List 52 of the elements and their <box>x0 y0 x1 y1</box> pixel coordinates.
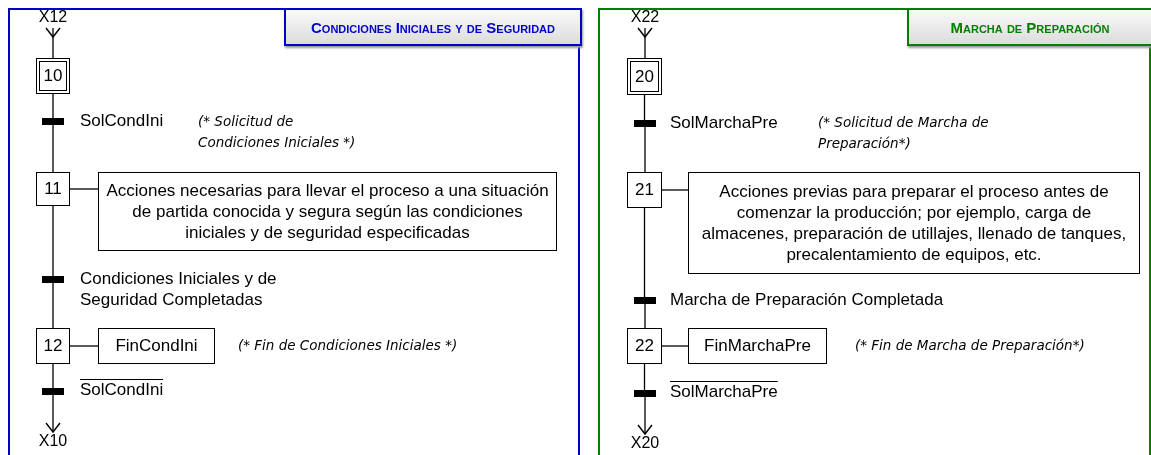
comment-text: (* Fin de Condiciones Iniciales *) <box>238 336 458 355</box>
step-box: 11 <box>36 172 70 206</box>
transition-bar <box>42 118 64 125</box>
reference-label: X10 <box>38 432 68 452</box>
initial-step-box: 20 <box>627 58 662 95</box>
connector-line <box>69 345 99 347</box>
connector-line <box>643 94 646 121</box>
comment-text: (* Solicitud de Condiciones Iniciales *) <box>198 112 357 152</box>
connector-line <box>661 345 689 347</box>
connector-line <box>52 124 54 173</box>
condition-text: SolCondIni <box>80 110 164 132</box>
step-box: 12 <box>36 328 70 364</box>
transition-bar <box>42 388 64 395</box>
condition-text: SolMarchaPre <box>670 381 778 403</box>
comment-text: (* Fin de Marcha de Preparación*) <box>855 336 1085 355</box>
connector-line <box>45 394 61 433</box>
condition-text: SolCondIni <box>80 379 164 401</box>
action-box: Acciones necesarias para llevar el proceso a una situación de partida conocida y segura según las condiciones iniciales y de seguridad especificadas <box>98 172 557 251</box>
transition-bar <box>42 276 64 283</box>
connector-line <box>52 93 54 119</box>
action-box: Acciones previas para preparar el proceso antes de comenzar la producción; por ejemplo, carga de almacenes, preparación de utillajes, llenado de tanques, precalentamiento de equipos, etc. <box>688 172 1140 274</box>
condition-text: Marcha de Preparación Completada <box>670 289 944 311</box>
connector-line <box>52 363 54 389</box>
title-tab: Condiciones Iniciales y de Seguridad <box>284 8 582 46</box>
panel-frame <box>598 8 1151 455</box>
panel-frame <box>8 8 580 455</box>
transition-bar <box>634 120 656 127</box>
connector-line <box>643 207 646 298</box>
initial-step-box: 10 <box>36 58 70 94</box>
action-box: FinCondIni <box>98 328 215 364</box>
condition-text: Condiciones Iniciales y de Seguridad Completadas <box>80 268 278 311</box>
connector-line <box>661 189 689 191</box>
step-box: 22 <box>627 328 662 364</box>
condition-text: SolMarchaPre <box>670 112 778 134</box>
connector-line <box>644 126 646 173</box>
transition-bar <box>634 297 656 304</box>
action-box: FinMarchaPre <box>688 328 827 364</box>
reference-label: X22 <box>630 8 660 28</box>
connector-line <box>644 303 646 329</box>
connector-line <box>69 188 99 190</box>
transition-bar <box>634 390 656 397</box>
connector-line <box>52 205 54 277</box>
comment-text: (* Solicitud de Marcha de Preparación*) <box>818 113 990 153</box>
step-box: 21 <box>627 172 662 208</box>
connector-line <box>637 27 653 59</box>
connector-line <box>52 282 54 329</box>
connector-line <box>637 396 653 435</box>
connector-line <box>643 363 646 391</box>
reference-label: X12 <box>38 8 68 28</box>
title-tab: Marcha de Preparación <box>907 8 1151 46</box>
reference-label: X20 <box>630 434 660 454</box>
connector-line <box>45 27 61 59</box>
